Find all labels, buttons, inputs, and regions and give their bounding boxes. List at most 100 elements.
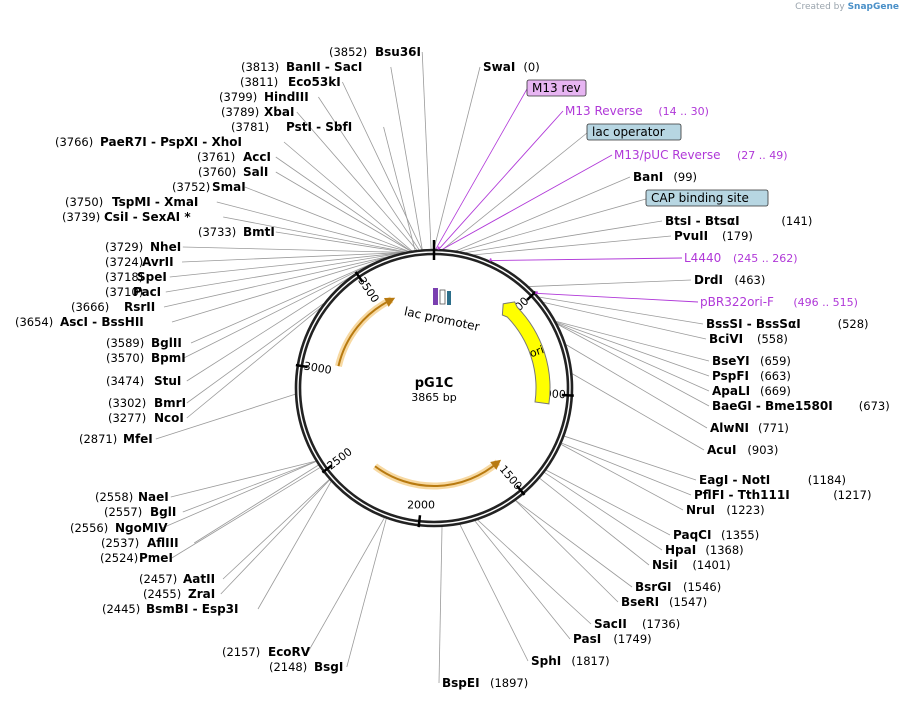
enzyme-site-label[interactable]: (3761)AccI [197, 150, 271, 164]
enzyme-site-label[interactable]: PspFI(663) [712, 369, 791, 383]
enzyme-site-label[interactable]: (3760)SalI [198, 165, 268, 179]
enzyme-site-label[interactable]: (3752)SmaI [172, 180, 246, 194]
enzyme-site-label[interactable]: AcuI(903) [707, 443, 778, 457]
leader-line [465, 220, 663, 254]
enzyme-site-label[interactable]: BciVI(558) [709, 332, 788, 346]
enzyme-site-label[interactable]: (2445)BsmBI - Esp3I [102, 602, 238, 616]
site-position: (3733) [198, 225, 236, 239]
enzyme-site-label[interactable]: (3729)NheI [105, 240, 181, 254]
leader-line [435, 88, 528, 250]
enzyme-site-label[interactable]: (2148)BsgI [269, 660, 343, 674]
enzyme-site-label[interactable]: BtsI - BtsαI(141) [665, 214, 812, 228]
feature-label[interactable]: CAP binding site [645, 189, 769, 207]
enzyme-site-label[interactable]: BanI(99) [633, 170, 697, 184]
site-position: (1897) [490, 676, 528, 690]
enzyme-site-label[interactable]: NruI(1223) [686, 503, 765, 517]
enzyme-site-label[interactable]: (3852)Bsu36I [329, 45, 421, 59]
enzyme-name: PvuII [674, 229, 708, 243]
enzyme-site-label[interactable]: (3718)SpeI [105, 270, 167, 284]
enzyme-site-label[interactable]: BssSI - BssSαI(528) [706, 317, 869, 331]
enzyme-site-label[interactable]: (3570)BpmI [106, 351, 186, 365]
leader-line [561, 442, 692, 496]
leader-line [186, 307, 321, 419]
enzyme-site-label[interactable]: (2537)AflIII [101, 536, 179, 550]
site-position: (2457) [139, 572, 177, 586]
enzyme-site-label[interactable]: (3302)BmrI [108, 396, 186, 410]
enzyme-site-label[interactable]: (2871)MfeI [79, 432, 153, 446]
enzyme-site-label[interactable]: (3813)BanII - SacI [241, 60, 362, 74]
feature-label[interactable]: M13 Reverse(14 .. 30) [565, 104, 709, 118]
enzyme-site-label[interactable]: (3724)AvrII [105, 255, 174, 269]
feature-label[interactable]: lac operator [586, 123, 682, 141]
enzyme-site-label[interactable]: (3750)TspMI - XmaI [65, 195, 198, 209]
site-position: (463) [734, 273, 765, 287]
enzyme-name: PmeI [139, 551, 173, 565]
leader-line [223, 216, 406, 253]
enzyme-site-label[interactable]: (3739)CsiI - SexAI * [62, 210, 191, 224]
enzyme-site-label[interactable]: NsiI(1401) [652, 558, 731, 572]
ori-label: ori [528, 343, 546, 360]
enzyme-site-label[interactable]: (3666)RsrII [71, 300, 155, 314]
leader-line [433, 66, 481, 250]
enzyme-site-label[interactable]: PflFI - Tth111I(1217) [694, 488, 871, 502]
enzyme-site-label[interactable]: EagI - NotI(1184) [699, 473, 846, 487]
enzyme-site-label[interactable]: (2455)ZraI [143, 587, 215, 601]
enzyme-site-label[interactable]: SacII(1736) [594, 617, 680, 631]
enzyme-name: BanII - SacI [286, 60, 362, 74]
enzyme-site-label[interactable]: (3474)StuI [106, 374, 181, 388]
site-position: (1401) [692, 558, 730, 572]
site-position: (3739) [62, 210, 100, 224]
enzyme-site-label[interactable]: SphI(1817) [531, 654, 610, 668]
enzyme-site-label[interactable]: SwaI(0) [483, 60, 540, 74]
feature-label[interactable]: M13/pUC Reverse(27 .. 49) [614, 148, 788, 162]
site-position: (179) [722, 229, 753, 243]
enzyme-site-label[interactable]: ApaLI(669) [712, 384, 791, 398]
enzyme-site-label[interactable]: HpaI(1368) [665, 543, 744, 557]
enzyme-name: BciVI [709, 332, 743, 346]
enzyme-site-label[interactable]: BseYI(659) [712, 354, 791, 368]
enzyme-site-label[interactable]: AlwNI(771) [710, 421, 789, 435]
enzyme-name: PspFI [712, 369, 749, 383]
enzyme-site-label[interactable]: (2557)BglI [104, 505, 176, 519]
enzyme-site-label[interactable]: (3277)NcoI [108, 411, 184, 425]
enzyme-site-label[interactable]: (2157)EcoRV [222, 645, 311, 659]
enzyme-site-label[interactable]: (2524)PmeI [100, 551, 173, 565]
enzyme-site-label[interactable]: PasI(1749) [573, 632, 652, 646]
feature-label[interactable]: L4440(245 .. 262) [684, 251, 798, 265]
site-position: (3760) [198, 165, 236, 179]
feature-name: lac operator [592, 125, 665, 139]
leader-line [535, 292, 699, 303]
enzyme-site-label[interactable]: (3781)PstI - SbfI [231, 120, 352, 134]
enzyme-site-label[interactable]: BseRI(1547) [621, 595, 707, 609]
enzyme-site-label[interactable]: (2457)AatII [139, 572, 215, 586]
enzyme-site-label[interactable]: (3799)HindIII [219, 90, 309, 104]
site-position: (3789) [221, 105, 259, 119]
enzyme-site-label[interactable]: BspEI(1897) [442, 676, 528, 690]
enzyme-site-label[interactable]: (3654)AscI - BssHII [15, 315, 144, 329]
enzyme-site-label[interactable]: (3710)PacI [105, 285, 161, 299]
tick-mark [417, 515, 422, 528]
enzyme-site-label[interactable]: BaeGI - Bme1580I(673) [712, 399, 890, 413]
feature-label[interactable]: pBR322ori-F(496 .. 515) [700, 295, 858, 309]
enzyme-site-label[interactable]: (3733)BmtI [198, 225, 275, 239]
site-position: (3750) [65, 195, 103, 209]
enzyme-site-label[interactable]: (3789)XbaI [221, 105, 294, 119]
enzyme-site-label[interactable]: (3589)BglII [106, 336, 182, 350]
enzyme-name: BglII [151, 336, 182, 350]
feature-label[interactable]: M13 rev [526, 79, 587, 97]
enzyme-site-label[interactable]: (3766)PaeR7I - PspXI - XhoI [55, 135, 242, 149]
leader-line [556, 321, 710, 377]
site-labels: (3852)Bsu36I(3813)BanII - SacI(3811)Eco5… [15, 45, 890, 690]
site-position: (3724) [105, 255, 143, 269]
enzyme-site-label[interactable]: (2556)NgoMIV [70, 521, 168, 535]
lac-operator-glyph [447, 291, 451, 305]
enzyme-site-label[interactable]: BsrGI(1546) [635, 580, 721, 594]
leader-line [477, 519, 592, 625]
enzyme-site-label[interactable]: PvuII (179) [674, 229, 753, 243]
leader-line [473, 235, 672, 256]
enzyme-site-label[interactable]: (2558)NaeI [95, 490, 169, 504]
enzyme-site-label[interactable]: (3811)Eco53kI [240, 75, 341, 89]
enzyme-site-label[interactable]: PaqCI(1355) [673, 528, 759, 542]
enzyme-site-label[interactable]: DrdI(463) [694, 273, 765, 287]
site-position: (1217) [833, 488, 871, 502]
